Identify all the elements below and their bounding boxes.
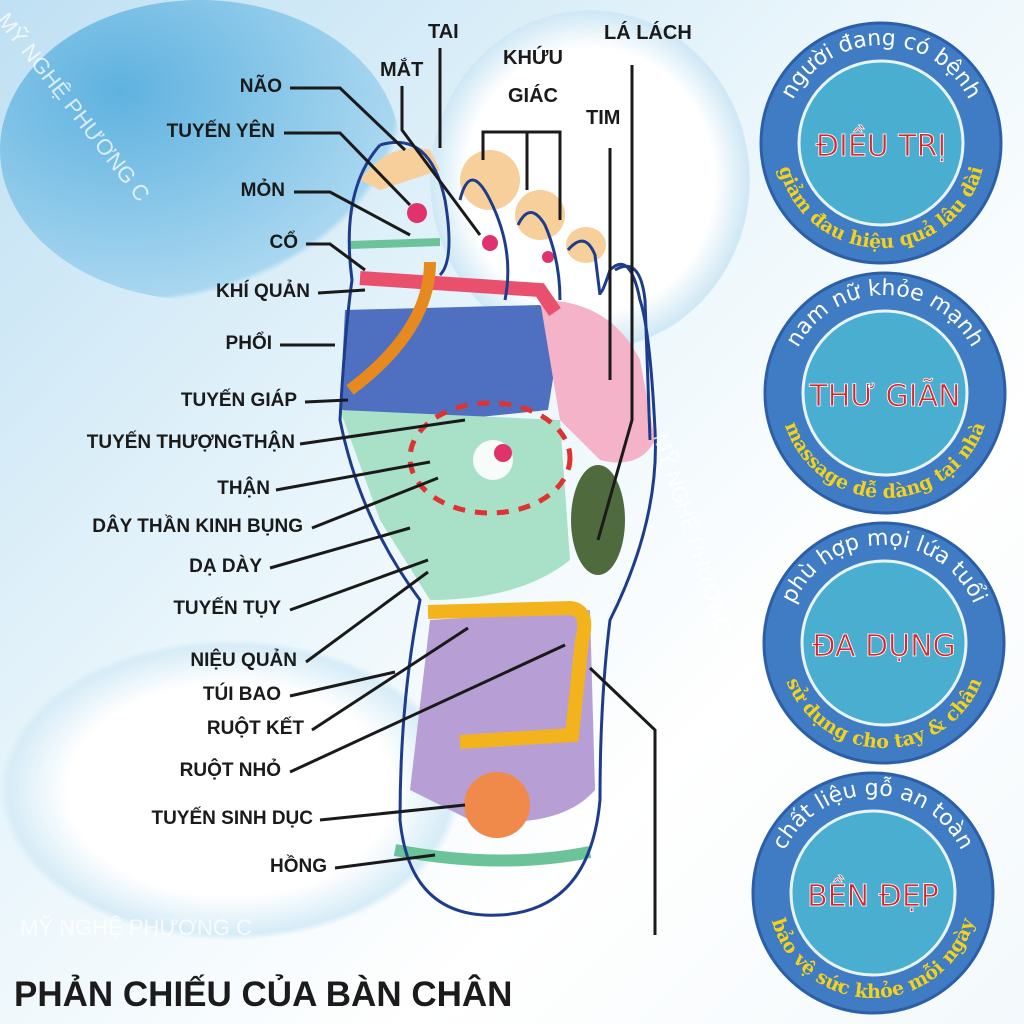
- badge-4: chất liệu gỗ an toàn bảo vệ sức khỏe mỗi…: [751, 771, 995, 1015]
- spleen-zone: [571, 465, 625, 575]
- badge-center-text: ĐA DỤNG: [812, 629, 956, 664]
- organ-label: TUYẾN THƯỢNGTHẬN: [86, 432, 295, 453]
- organ-label: THẬN: [217, 478, 270, 499]
- badge-3: phù hợp mọi lứa tuổi sử dụng cho tay & c…: [762, 521, 1006, 765]
- intestine-zone: [410, 610, 595, 822]
- background-swirl: [0, 0, 400, 300]
- organ-label: TUYẾN SINH DỤC: [151, 808, 313, 829]
- organ-label: NIỆU QUẢN: [190, 650, 297, 671]
- badge-center-text: ĐIỀU TRỊ: [816, 125, 947, 164]
- label-tai: TAI: [428, 21, 459, 43]
- colon-band: [427, 600, 592, 749]
- badge-center-text: THƯ GIÃN: [808, 378, 960, 414]
- organ-label: HỒNG: [270, 856, 327, 877]
- label-khuu: KHỨU: [503, 47, 563, 69]
- organ-label: NÃO: [239, 76, 282, 97]
- organ-label: RUỘT KẾT: [206, 718, 304, 739]
- organ-label: DÂY THẦN KINH BỤNG: [92, 516, 303, 537]
- badge-center-text: BỀN ĐẸP: [807, 875, 939, 914]
- organ-label: KHÍ QUẢN: [216, 281, 310, 302]
- organ-label: RUỘT NHỎ: [179, 760, 281, 781]
- badge-1: người đang có bệnh giảm đau hiệu quả lâu…: [759, 21, 1003, 265]
- organ-label: PHỔI: [225, 333, 272, 354]
- organ-label: DẠ DÀY: [189, 556, 262, 577]
- heart-zone: [540, 300, 655, 463]
- label-mat: MẮT: [380, 59, 424, 81]
- organ-label: CỔ: [269, 232, 299, 253]
- background-swirl: [0, 640, 460, 940]
- organ-label: TUYẾN YÊN: [166, 121, 275, 142]
- organ-label: TUYẾN TỤY: [173, 598, 281, 619]
- diagram-title: PHẢN CHIẾU CỦA BÀN CHÂN: [14, 975, 513, 1014]
- reproductive-zone: [464, 772, 530, 838]
- organ-label: TUYẾN GIÁP: [180, 390, 297, 411]
- label-tim: TIM: [586, 107, 621, 129]
- label-la-lach: LÁ LÁCH: [604, 22, 692, 44]
- badge-2: nam nữ khỏe mạnh massage dễ dàng tại nhà…: [763, 271, 1007, 515]
- foot-diagram: [269, 48, 657, 935]
- organ-label: MỎN: [240, 180, 285, 201]
- organ-label: TÚI BAO: [202, 684, 281, 705]
- lung-zone: [340, 305, 560, 420]
- label-giac: GIÁC: [508, 85, 558, 107]
- watermark: MỸ NGHỆ PHƯƠNG C: [20, 915, 252, 940]
